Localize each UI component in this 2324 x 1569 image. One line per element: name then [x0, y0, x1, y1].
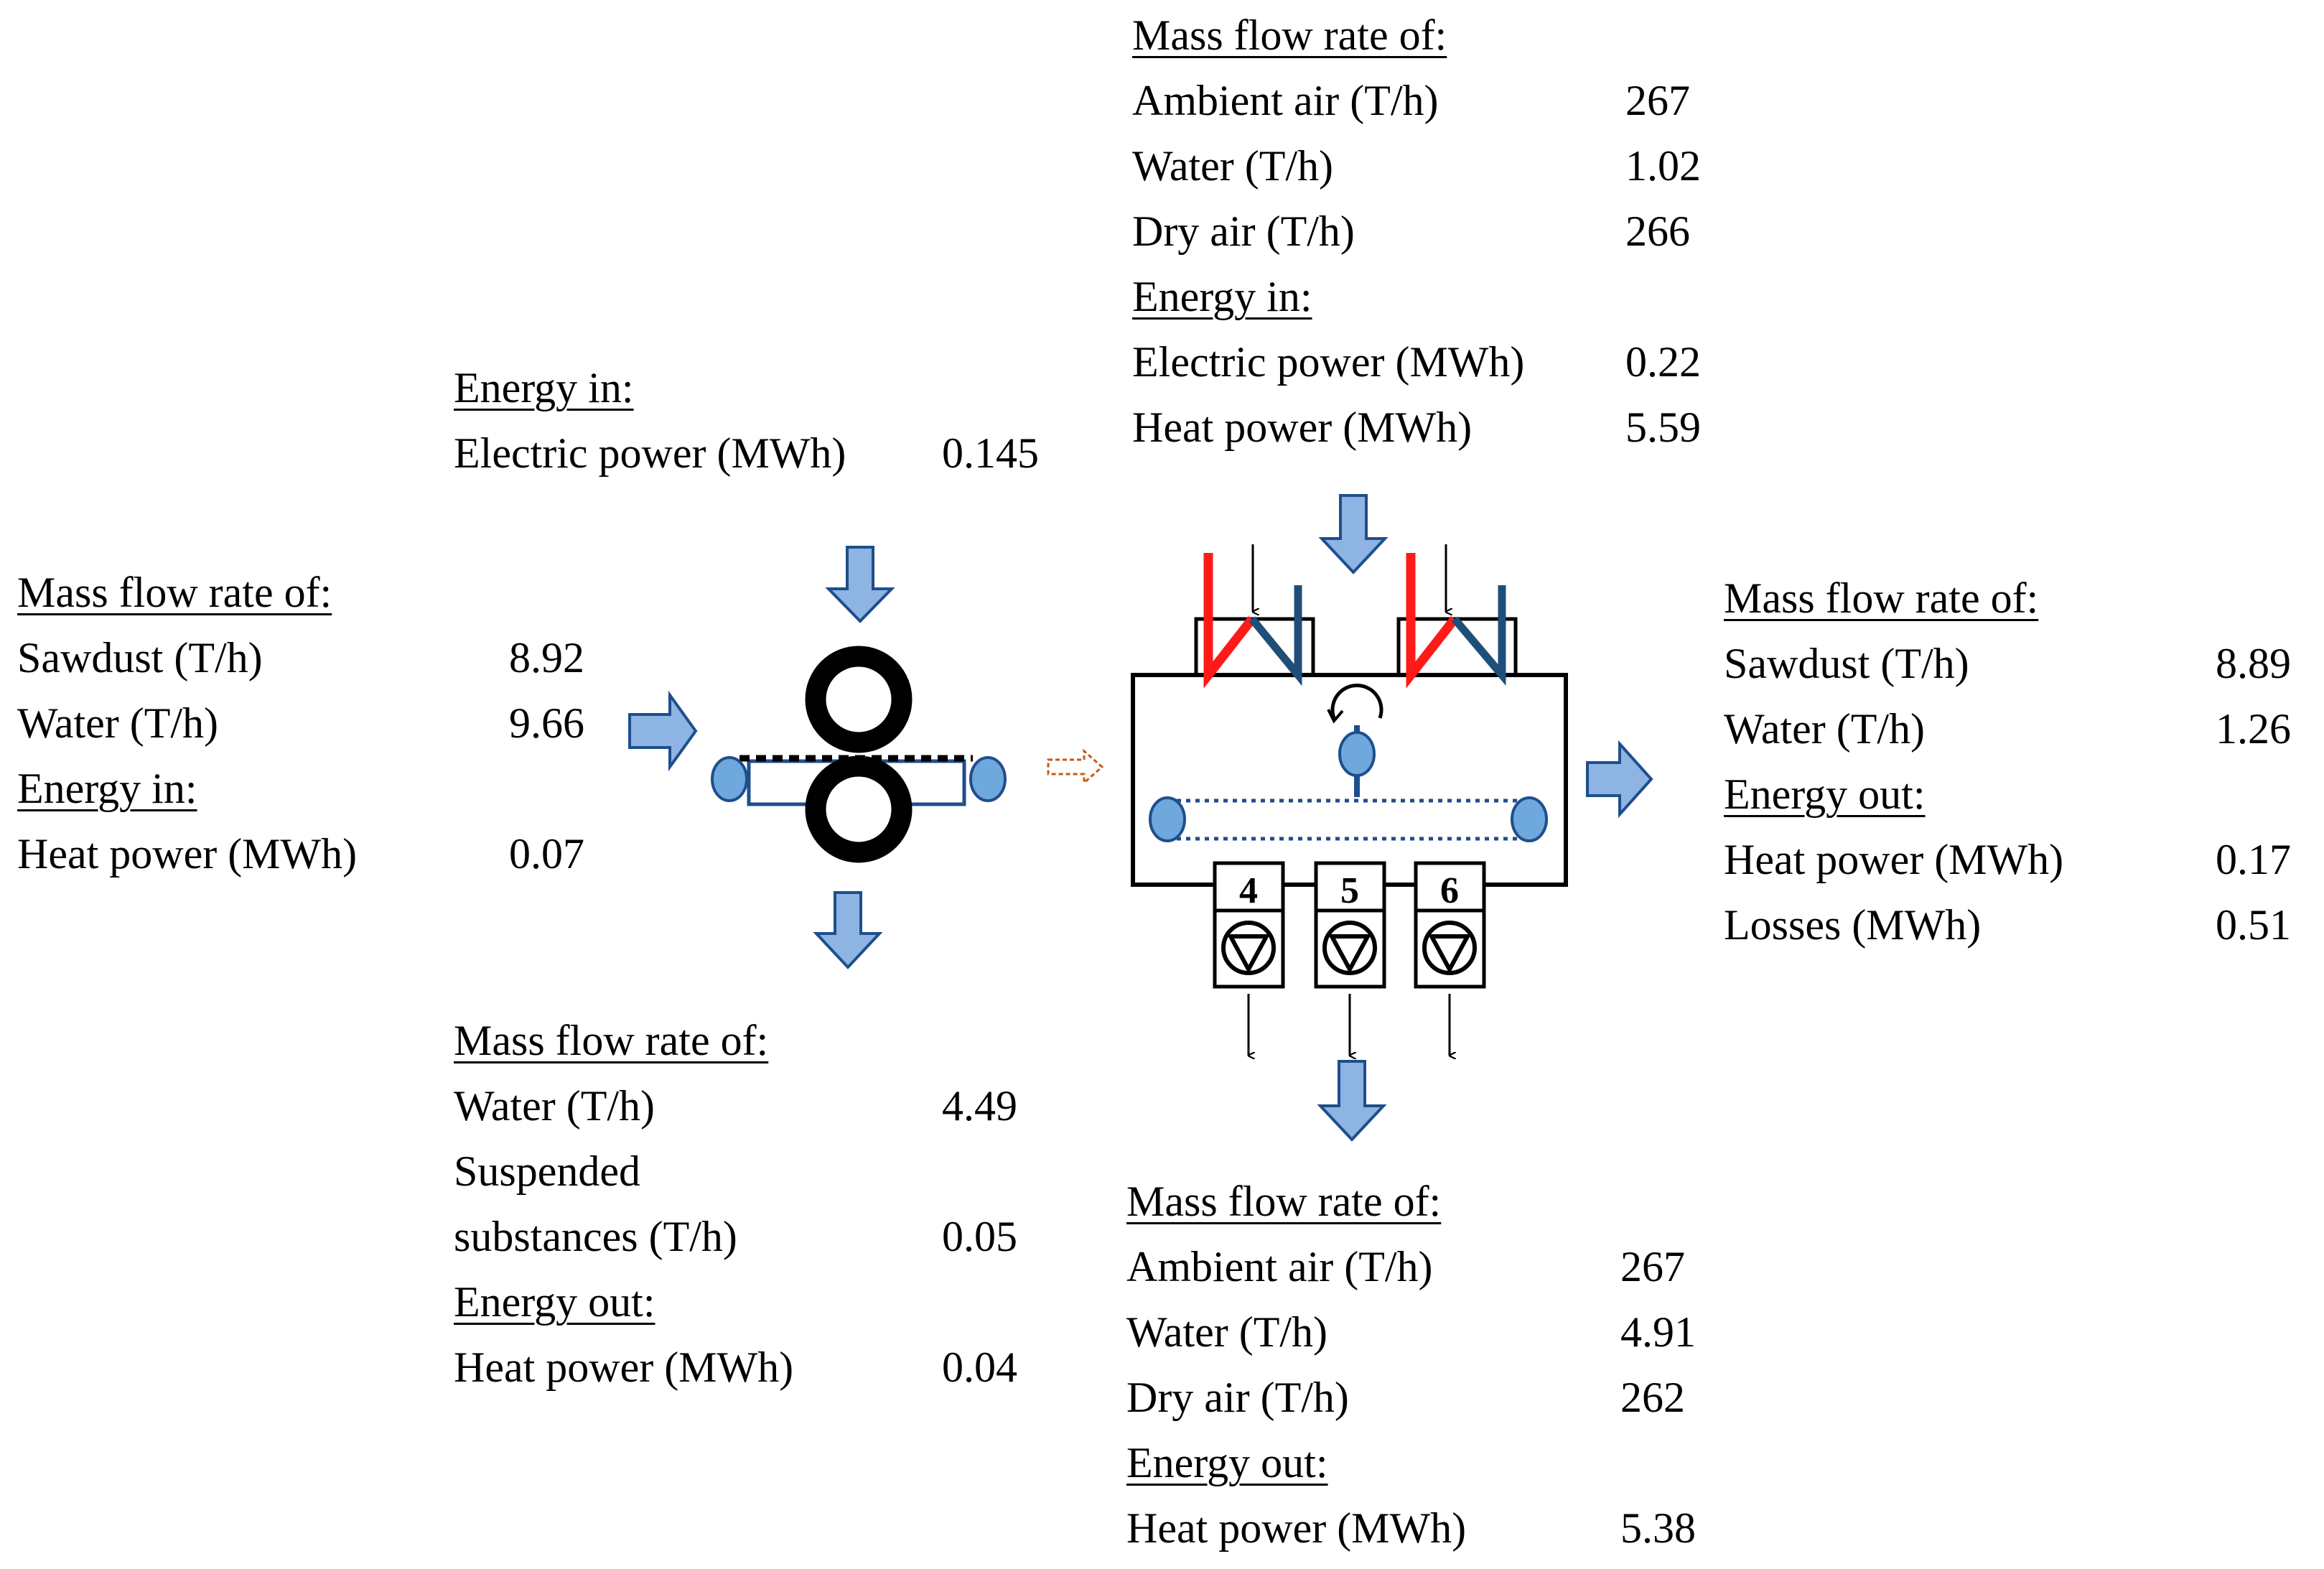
arrow-press-feed: [628, 690, 698, 772]
value: 4.49: [942, 1082, 1017, 1130]
label: Water (T/h): [1724, 705, 1926, 753]
heading: Energy in:: [1132, 273, 1312, 320]
press-output-panel: Mass flow rate of: Water (T/h) 4.49 Suspe…: [454, 1008, 1057, 1400]
label: Electric power (MWh): [1132, 338, 1525, 386]
value: 5.38: [1620, 1504, 1696, 1552]
value: 4.91: [1620, 1308, 1696, 1356]
value: 0.22: [1625, 338, 1701, 386]
label: Heat power (MWh): [1126, 1504, 1467, 1552]
value: 266: [1625, 208, 1690, 255]
fan-icon: 4: [1213, 861, 1285, 1056]
heading: Energy out:: [1126, 1439, 1328, 1486]
value: 1.02: [1625, 142, 1701, 190]
flow-arrow-icon: [628, 494, 1653, 1142]
label: Water (T/h): [1126, 1308, 1328, 1356]
value: 8.92: [509, 634, 584, 681]
label: Losses (MWh): [1724, 901, 1982, 949]
label: Ambient air (T/h): [1126, 1243, 1433, 1290]
value: 262: [1620, 1374, 1685, 1421]
arrow-dryer-product: [1586, 740, 1653, 819]
fan-icon: 5: [1314, 861, 1386, 1056]
label: Heat power (MWh): [17, 830, 358, 877]
label: Water (T/h): [17, 699, 219, 747]
heading: Energy out:: [1724, 770, 1926, 818]
label: substances (T/h): [454, 1213, 737, 1260]
label: Electric power (MWh): [454, 429, 846, 477]
heading: Mass flow rate of:: [1724, 574, 2039, 622]
arrow-dryer-energy: [1318, 494, 1389, 574]
heading: Mass flow rate of:: [1126, 1178, 1442, 1225]
value: 267: [1625, 77, 1690, 124]
value: 5.59: [1625, 404, 1701, 451]
label: Water (T/h): [1132, 142, 1334, 190]
press-input-panel: Mass flow rate of: Sawdust (T/h) 8.92 Wat…: [17, 560, 606, 887]
heading: Mass flow rate of:: [1132, 11, 1447, 59]
label: Sawdust (T/h): [17, 634, 263, 681]
value: 0.05: [942, 1213, 1017, 1260]
value: 9.66: [509, 699, 584, 747]
value: 1.26: [2216, 705, 2291, 753]
fan-icon: 6: [1414, 861, 1486, 1056]
heading: Energy in:: [454, 364, 634, 411]
label: Heat power (MWh): [1724, 836, 2064, 883]
value: 0.04: [942, 1344, 1017, 1391]
value: 0.17: [2216, 836, 2291, 883]
roller-press-icon: [711, 646, 1007, 863]
dryer-icon: [1131, 544, 1568, 887]
label: Water (T/h): [454, 1082, 655, 1130]
dryer-input-panel: Mass flow rate of: Ambient air (T/h)267 …: [1132, 3, 1764, 460]
label: Ambient air (T/h): [1132, 77, 1439, 124]
label: Heat power (MWh): [1132, 404, 1473, 451]
heading: Energy out:: [454, 1278, 655, 1326]
heading: Mass flow rate of:: [454, 1017, 769, 1064]
heading: Mass flow rate of:: [17, 569, 332, 616]
value: 0.07: [509, 830, 584, 877]
fan-number: 6: [1440, 870, 1459, 911]
dryer-exhaust-panel: Mass flow rate of: Ambient air (T/h)267 …: [1126, 1169, 1758, 1561]
value: 0.145: [942, 429, 1039, 477]
fan-number: 5: [1340, 870, 1359, 911]
label: Suspended: [454, 1147, 640, 1195]
fan-group: 4 5 6: [1213, 861, 1486, 1056]
arrow-press-outflow: [813, 891, 883, 969]
heading: Energy in:: [17, 765, 197, 812]
label: Sawdust (T/h): [1724, 640, 1969, 687]
fan-number: 4: [1239, 870, 1258, 911]
value: 267: [1620, 1243, 1685, 1290]
value: 8.89: [2216, 640, 2291, 687]
arrow-press-energy: [825, 546, 895, 623]
label: Dry air (T/h): [1126, 1374, 1349, 1421]
arrow-dryer-exhaust: [1317, 1060, 1387, 1142]
label: Heat power (MWh): [454, 1344, 794, 1391]
label: Dry air (T/h): [1132, 208, 1355, 255]
press-energy-panel: Energy in: Electric power (MWh) 0.145: [454, 355, 1086, 486]
value: 0.51: [2216, 901, 2291, 949]
dryer-output-panel: Mass flow rate of: Sawdust (T/h) 8.89 Wat…: [1724, 566, 2313, 958]
